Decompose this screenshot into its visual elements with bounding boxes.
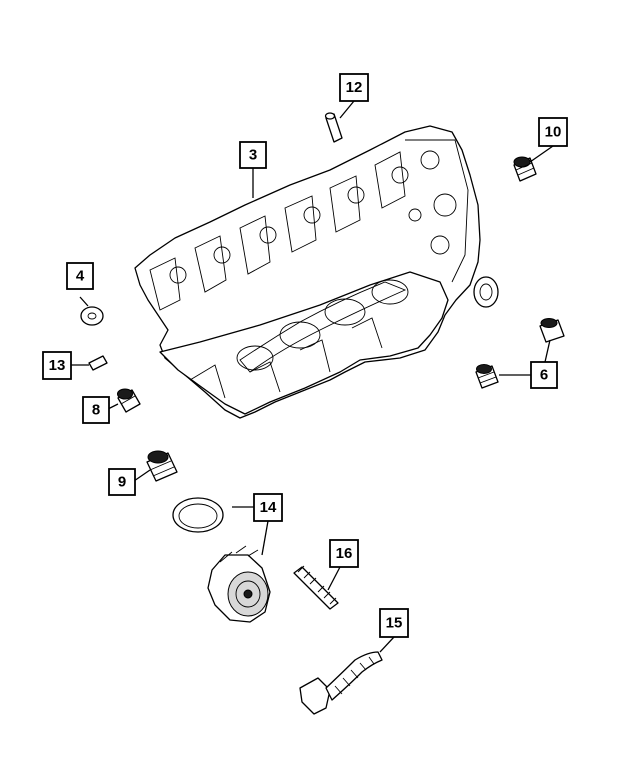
- sensor-harness: [299, 651, 383, 715]
- svg-text:16: 16: [336, 545, 353, 562]
- svg-text:15: 15: [386, 615, 403, 632]
- water-pump: [207, 545, 271, 623]
- callout-16: 16: [329, 539, 359, 568]
- callout-9: 9: [108, 468, 136, 496]
- callout-6: 6: [530, 361, 558, 389]
- callout-15: 15: [379, 608, 409, 638]
- svg-text:8: 8: [92, 402, 100, 419]
- cup-plug-left: [117, 388, 141, 413]
- seal-ring: [172, 497, 224, 533]
- washer: [80, 306, 104, 326]
- callout-12: 12: [339, 73, 369, 102]
- engine-block: [134, 125, 499, 419]
- threaded-plug-right: [475, 318, 565, 389]
- leader-lines: [69, 100, 554, 653]
- callout-14: 14: [253, 493, 283, 522]
- dowel-pin: [324, 112, 343, 143]
- svg-text:14: 14: [260, 499, 277, 516]
- svg-text:9: 9: [118, 474, 126, 491]
- expansion-plug-top: [513, 156, 537, 182]
- svg-text:12: 12: [346, 79, 363, 96]
- svg-text:13: 13: [49, 357, 66, 374]
- callout-13: 13: [42, 351, 72, 380]
- svg-text:3: 3: [249, 147, 257, 164]
- stud-bolt: [293, 565, 339, 610]
- callout-3: 3: [239, 141, 267, 169]
- svg-text:10: 10: [545, 124, 562, 141]
- locating-pin: [88, 355, 108, 371]
- cup-plug-lower: [146, 450, 178, 482]
- callout-10: 10: [538, 117, 568, 147]
- callout-8: 8: [82, 396, 110, 424]
- callout-4: 4: [66, 262, 94, 290]
- svg-text:6: 6: [540, 367, 548, 384]
- svg-text:4: 4: [76, 268, 85, 285]
